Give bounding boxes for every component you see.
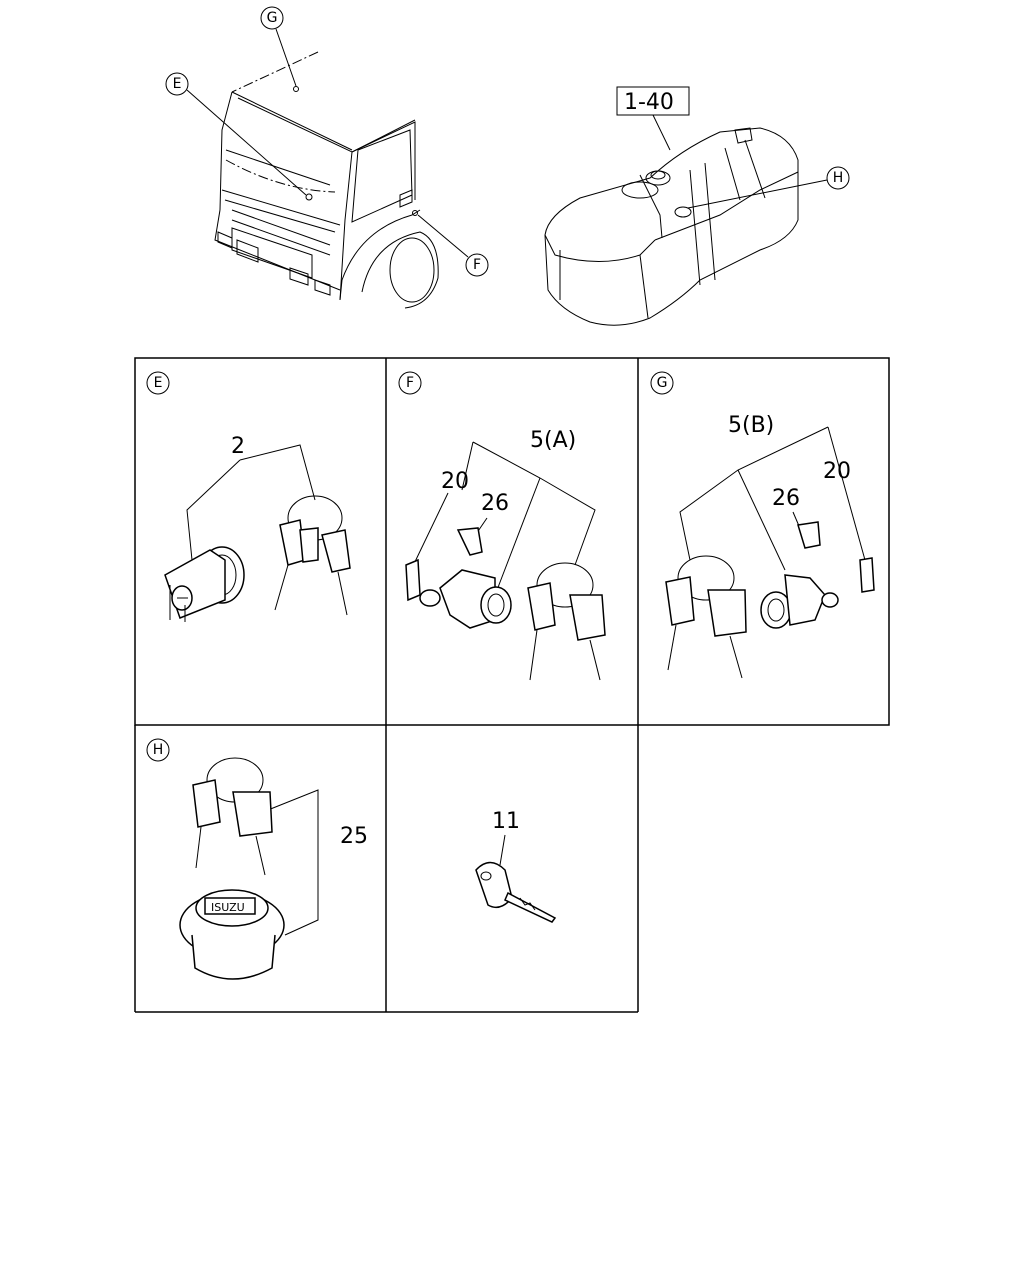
key-ring-f-icon bbox=[527, 562, 606, 681]
part-label-11: 11 bbox=[492, 809, 520, 834]
panel-f-letter: F bbox=[406, 375, 414, 391]
fuel-tank-illustration bbox=[544, 127, 799, 326]
reference-box-1-40: 1-40 bbox=[616, 86, 690, 151]
panel-e-letter: E bbox=[154, 375, 163, 391]
panel-h-letter: H bbox=[153, 742, 164, 758]
door-lock-cylinder-f-icon bbox=[405, 527, 512, 629]
callout-f: F bbox=[417, 214, 489, 277]
cap-emblem-text: ISUZU bbox=[211, 901, 245, 914]
svg-text:E: E bbox=[173, 76, 182, 92]
part-label-20-g: 20 bbox=[823, 459, 851, 484]
panel-f: F 5(A) 20 26 bbox=[398, 371, 606, 681]
panel-h: H 25 ISUZU bbox=[146, 738, 368, 980]
key-blank-icon bbox=[475, 861, 557, 923]
callout-h: H bbox=[687, 166, 850, 209]
part-label-26-f: 26 bbox=[481, 491, 509, 516]
key-ring-h-icon bbox=[192, 757, 273, 876]
panel-g: G 5(B) 20 26 bbox=[650, 371, 875, 679]
key-ring-g-icon bbox=[665, 555, 747, 679]
panel-key: 11 bbox=[475, 809, 557, 923]
key-ring-icon bbox=[274, 495, 351, 616]
svg-text:F: F bbox=[473, 257, 481, 273]
panel-grid bbox=[134, 357, 890, 1013]
callout-g: G bbox=[260, 6, 297, 87]
part-label-25: 25 bbox=[340, 824, 368, 849]
part-label-26-g: 26 bbox=[772, 486, 800, 511]
panel-g-letter: G bbox=[657, 375, 668, 391]
panel-e: E 2 bbox=[146, 371, 351, 622]
ignition-cylinder-icon bbox=[164, 546, 245, 622]
svg-text:1-40: 1-40 bbox=[624, 90, 674, 115]
part-label-20-f: 20 bbox=[441, 469, 469, 494]
part-label-5b: 5(B) bbox=[728, 413, 774, 438]
truck-cab-illustration bbox=[214, 51, 439, 309]
part-label-2: 2 bbox=[231, 434, 245, 459]
svg-text:H: H bbox=[833, 170, 844, 186]
fuel-cap-icon: ISUZU bbox=[179, 889, 285, 980]
door-lock-cylinder-g-icon bbox=[760, 521, 875, 629]
part-label-5a: 5(A) bbox=[530, 428, 576, 453]
callout-e: E bbox=[165, 72, 307, 196]
svg-text:G: G bbox=[267, 10, 278, 26]
